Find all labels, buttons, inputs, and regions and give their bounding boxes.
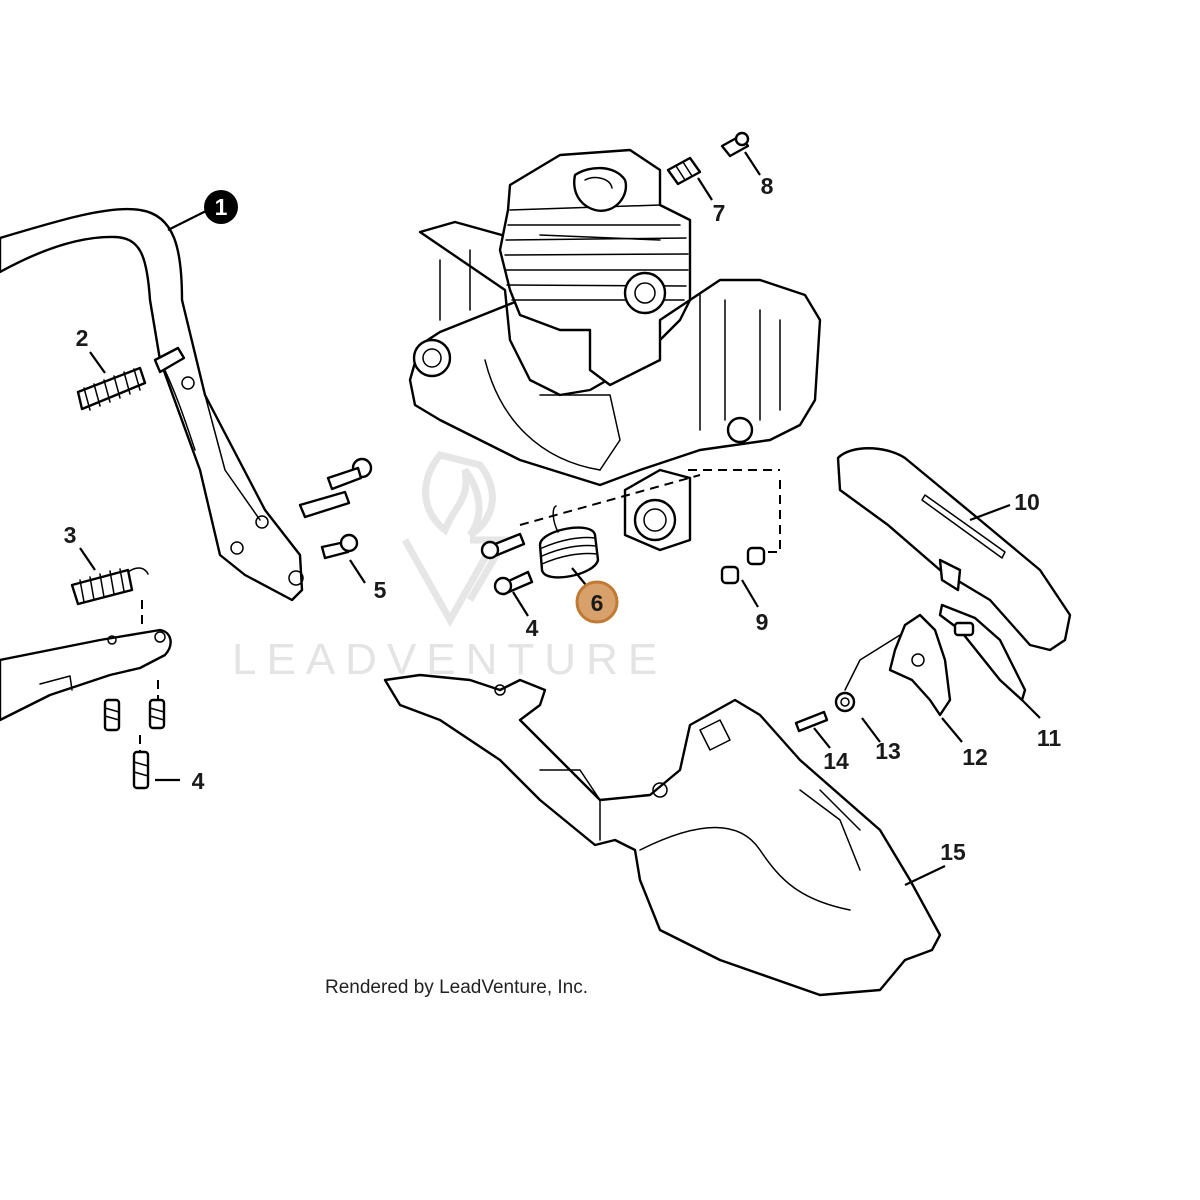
watermark-logo-icon — [401, 451, 512, 628]
callout-2-label[interactable]: 2 — [76, 325, 89, 351]
callout-12-label[interactable]: 12 — [962, 744, 988, 770]
callout-1-badge — [204, 190, 238, 224]
screws-5[interactable] — [298, 457, 373, 560]
callout-4a-label[interactable]: 4 — [526, 615, 539, 641]
callout-10-label[interactable]: 10 — [1014, 489, 1040, 515]
handle-molding[interactable] — [836, 447, 1072, 652]
assembly-line-left — [139, 600, 159, 752]
screws-center[interactable] — [480, 532, 534, 596]
callout-5-label[interactable]: 5 — [374, 577, 387, 603]
torsion-spring-13[interactable] — [834, 634, 901, 713]
footer-credit: Rendered by LeadVenture, Inc. — [325, 977, 588, 998]
throttle-trigger[interactable] — [888, 613, 952, 717]
decompression-valve[interactable] — [666, 156, 702, 186]
buffer-spring[interactable] — [76, 346, 186, 411]
assembly-line-center — [519, 469, 781, 553]
engine-cylinder[interactable] — [498, 148, 692, 387]
callout-4b-label[interactable]: 4 — [192, 768, 205, 794]
front-handle[interactable] — [0, 207, 304, 602]
slotted-pin[interactable] — [794, 710, 829, 733]
callout-8-label[interactable]: 8 — [761, 173, 774, 199]
callout-6-highlight — [575, 580, 619, 624]
callout-13-label[interactable]: 13 — [875, 738, 901, 764]
callout-15-label[interactable]: 15 — [940, 839, 966, 865]
callout-6[interactable]: 6 — [575, 580, 619, 624]
rear-handle[interactable] — [383, 673, 942, 997]
callout-9-label[interactable]: 9 — [756, 609, 769, 635]
watermark-text: LEADVENTURE — [232, 635, 667, 684]
callout-14-label[interactable]: 14 — [823, 748, 849, 774]
torsion-spring[interactable] — [70, 567, 149, 606]
lever-bracket[interactable] — [0, 628, 172, 722]
screws-left[interactable] — [103, 698, 166, 790]
watermark: LEADVENTURE — [232, 451, 667, 684]
callout-1[interactable]: 1 — [204, 190, 238, 224]
callout-3-label[interactable]: 3 — [64, 522, 77, 548]
callout-7-label[interactable]: 7 — [713, 200, 726, 226]
callout-11-label[interactable]: 11 — [1037, 725, 1062, 751]
plugs[interactable] — [720, 546, 766, 585]
callout-6-label: 6 — [591, 590, 604, 616]
spark-plug-fitting[interactable] — [720, 131, 750, 158]
annular-buffer-spring[interactable] — [538, 505, 600, 579]
callout-1-label: 1 — [215, 194, 228, 220]
